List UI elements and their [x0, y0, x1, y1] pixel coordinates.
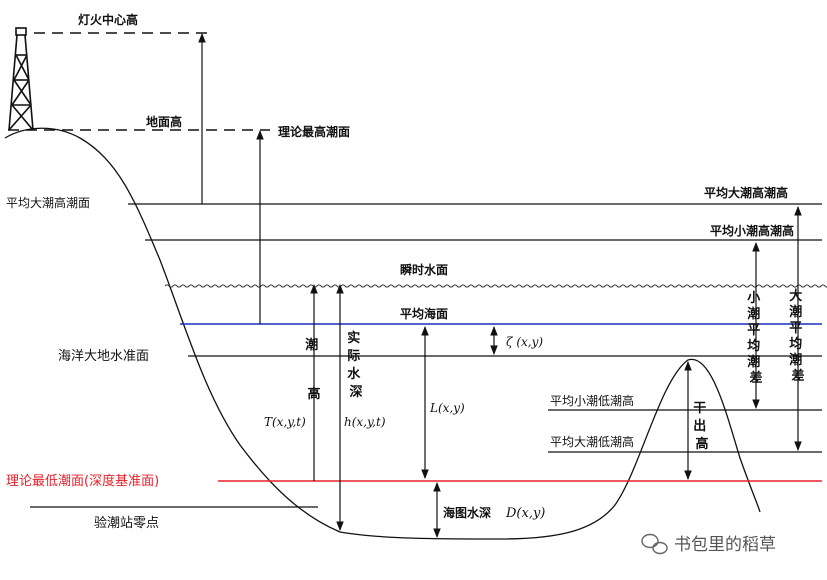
mhws-left-label: 平均大潮高潮面: [6, 195, 90, 210]
spring-range-text: 大 潮 平 均 潮 差: [789, 288, 807, 384]
mlws-label: 平均大潮低潮高: [550, 434, 634, 449]
instantaneous-surface-label: 瞬时水面: [400, 262, 448, 277]
actual-depth-math: h(x,y,t): [344, 415, 386, 429]
watermark: 书包里的稻草: [641, 533, 776, 555]
lighthouse-tower-icon: [8, 27, 34, 131]
hat-label: 理论最高潮面: [278, 124, 350, 139]
actual-depth-text: 实 际 水 深: [347, 330, 365, 400]
neap-range-text: 小 潮 平 均 潮 差: [747, 291, 765, 386]
instantaneous-surface-wave: [164, 284, 827, 288]
ground-height-label: 地面高: [146, 114, 182, 129]
geodetic-datum-label: 海洋大地水准面: [58, 349, 149, 364]
L-math: L(x,y): [429, 401, 465, 415]
tide-height-text: 潮 高: [305, 337, 323, 402]
mlwn-label: 平均小潮低潮高: [550, 393, 634, 408]
zeta-label: ζ (x,y): [506, 335, 543, 349]
mhwn-right-label: 平均小潮高潮高: [710, 223, 794, 238]
seabed-profile: [4, 127, 761, 540]
chart-depth-math: D(x,y): [505, 506, 545, 521]
tide-gauge-zero-label: 验潮站零点: [94, 515, 159, 531]
drying-height-text: 干 出 高: [693, 401, 711, 452]
tide-height-math: T(x,y,t): [264, 415, 306, 429]
lat-label: 理论最低潮面(深度基准面): [6, 473, 159, 489]
lamp-height-label: 灯火中心高: [78, 12, 138, 27]
watermark-text: 书包里的稻草: [674, 535, 776, 555]
msl-label: 平均海面: [400, 306, 448, 321]
mhws-right-label: 平均大潮高潮高: [704, 185, 788, 200]
wechat-icon: [641, 533, 668, 555]
chart-depth-text: 海图水深: [443, 505, 491, 520]
